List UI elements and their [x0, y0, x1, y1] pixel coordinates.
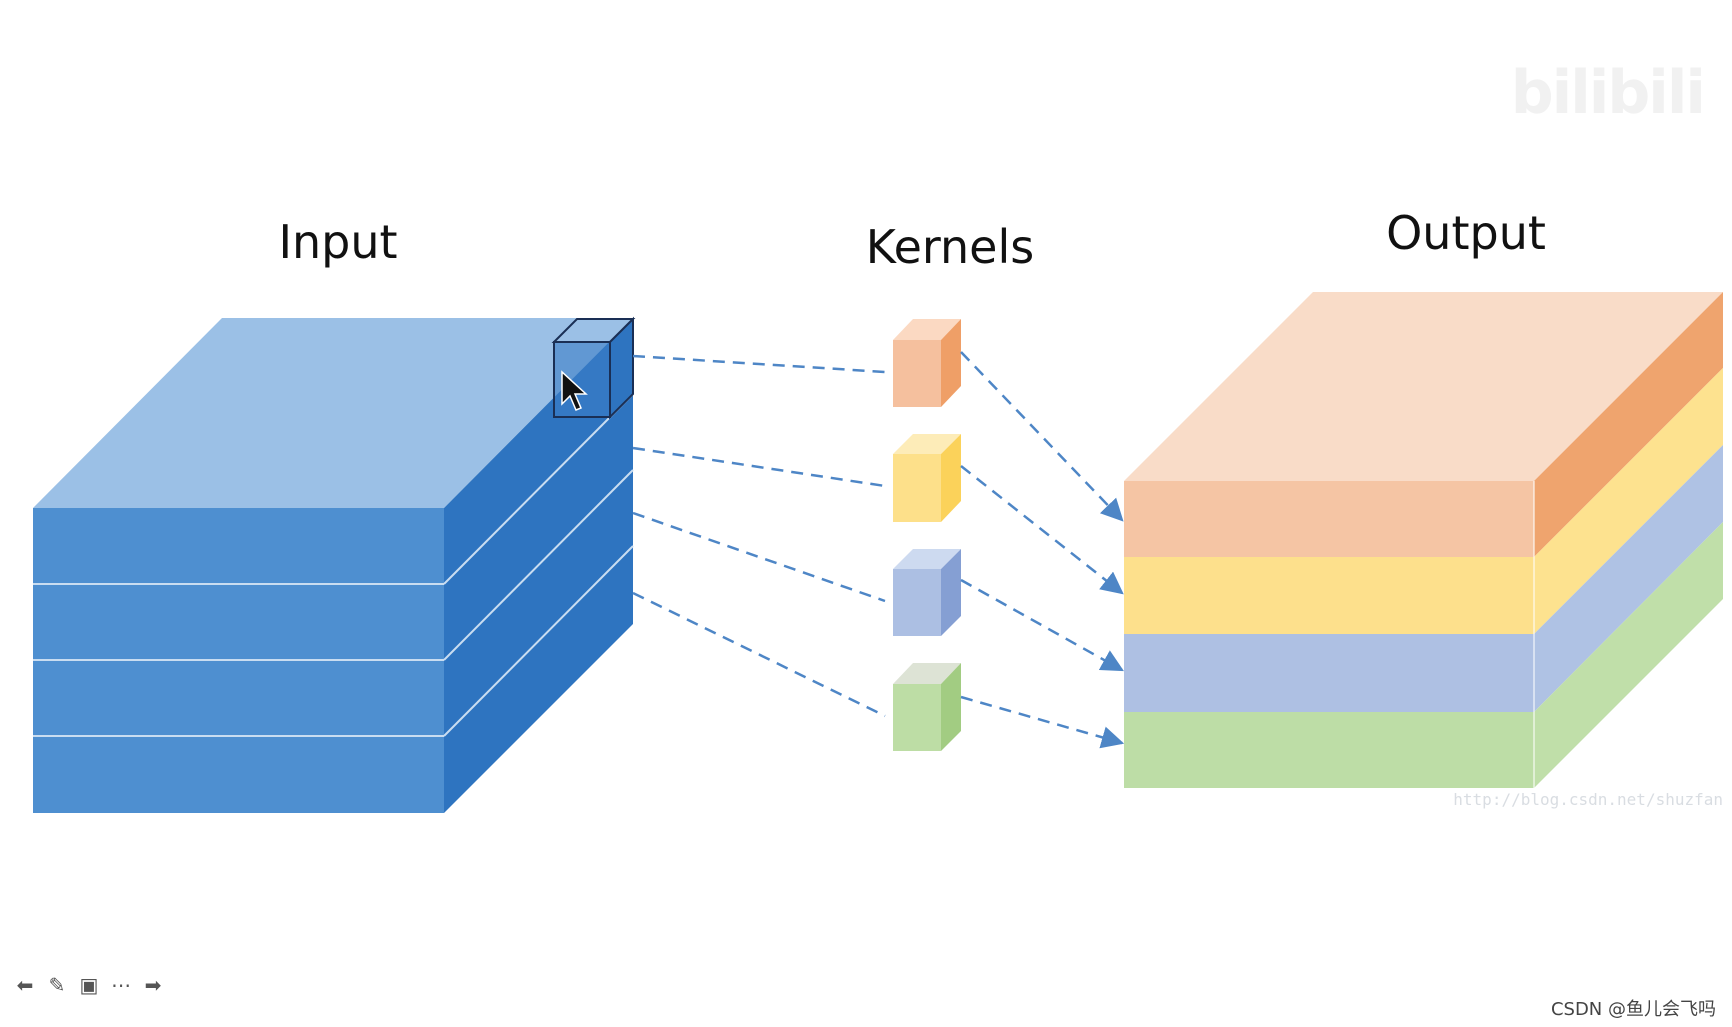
- output-layer-orange-side: [1534, 292, 1723, 557]
- kernel-green: [893, 663, 961, 751]
- input-selection-cube: [551, 316, 636, 420]
- output-volume: [1124, 292, 1723, 788]
- output-top-face: [1124, 292, 1723, 481]
- cursor-icon: [561, 370, 588, 411]
- output-label: Output: [1386, 206, 1546, 260]
- input-layer-lines: [33, 393, 634, 737]
- output-layer-blue-side: [1534, 445, 1723, 712]
- watermark-url: http://blog.csdn.net/shuzfan: [1453, 790, 1723, 809]
- output-layer-yellow-side: [1534, 368, 1723, 634]
- csdn-credit: CSDN @鱼儿会飞吗: [1550, 999, 1716, 1020]
- kernel-to-output-arrows: [960, 351, 1125, 749]
- slideshow-toolbar: ⬅ ✎ ▣ ⋯ ➡: [12, 972, 166, 998]
- bilibili-logo: bilibili: [1510, 58, 1706, 128]
- input-label: Input: [278, 215, 397, 269]
- kernel-orange: [893, 319, 961, 407]
- arrow-left-icon[interactable]: ⬅: [16, 973, 34, 997]
- kernel-yellow: [893, 434, 961, 522]
- output-layer-green-side: [1534, 522, 1723, 788]
- pen-icon[interactable]: ✎: [48, 973, 66, 997]
- input-to-kernel-links: [632, 354, 886, 718]
- kernel-blue: [893, 549, 961, 636]
- output-layer-orange-front: [1124, 481, 1534, 557]
- kernels-label: Kernels: [866, 220, 1034, 274]
- input-volume: [33, 316, 636, 813]
- output-layer-blue-front: [1124, 634, 1534, 712]
- screen-icon[interactable]: ▣: [79, 973, 99, 997]
- output-layer-green-front: [1124, 712, 1534, 788]
- more-icon[interactable]: ⋯: [111, 973, 131, 997]
- arrow-right-icon[interactable]: ➡: [144, 973, 162, 997]
- input-top-face: [33, 318, 633, 508]
- output-layer-yellow-front: [1124, 557, 1534, 634]
